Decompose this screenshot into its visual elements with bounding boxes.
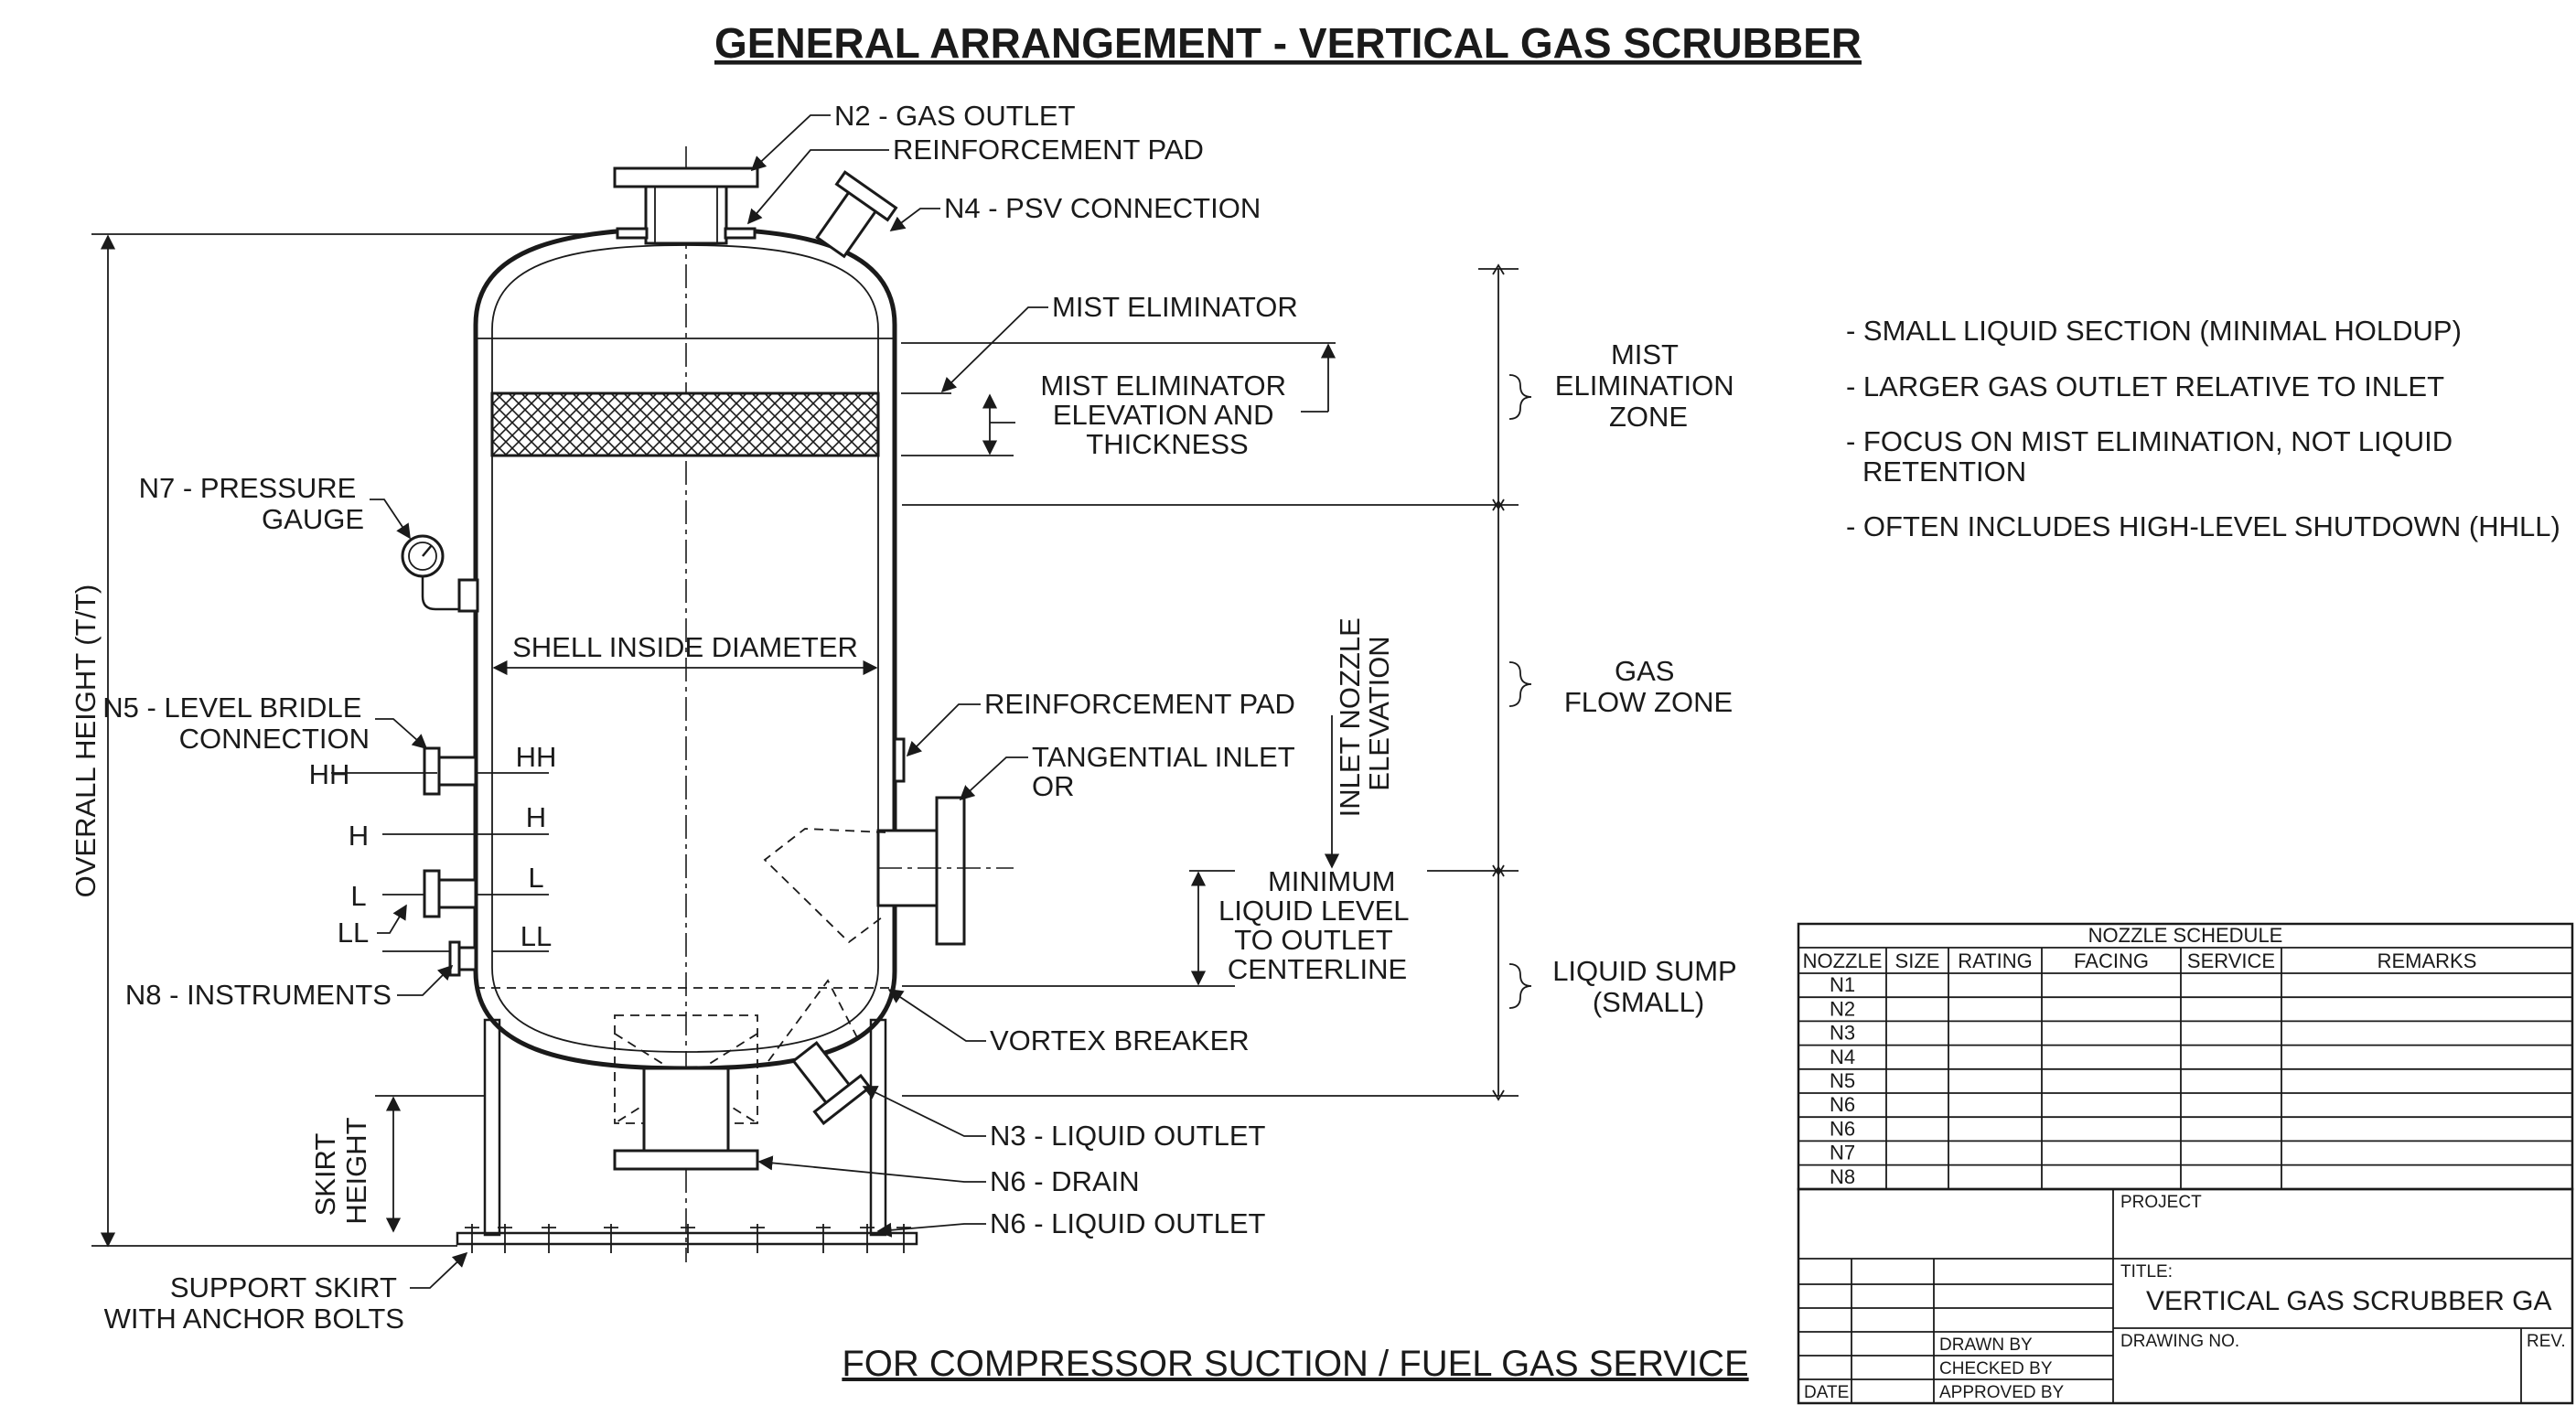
schedule-header-facing: FACING	[2074, 949, 2149, 972]
checked-by-label: CHECKED BY	[1939, 1359, 2053, 1378]
n4-psv-nozzle	[815, 170, 898, 259]
n3-liquid-outlet-nozzle	[613, 1067, 759, 1171]
l-right-label: L	[528, 862, 543, 894]
schedule-nozzle-id: N6	[1830, 1117, 1855, 1140]
mist-eliminator-pad	[490, 391, 880, 457]
ll-left-label: LL	[338, 917, 369, 949]
hh-left-label: HH	[309, 758, 350, 790]
service-footer: FOR COMPRESSOR SUCTION / FUEL GAS SERVIC…	[842, 1344, 1748, 1384]
approved-by-label: APPROVED BY	[1939, 1383, 2065, 1402]
schedule-header-size: SIZE	[1895, 949, 1940, 972]
rev-label: REV.	[2527, 1332, 2566, 1351]
hh-right-label: HH	[516, 741, 557, 773]
n7-label: N7 - PRESSURE GAUGE	[139, 472, 364, 535]
note-2: - LARGER GAS OUTLET RELATIVE TO INLET	[1846, 370, 2444, 402]
overall-height-dimension	[91, 233, 604, 1248]
sump-zone-label: LIQUID SUMP (SMALL)	[1552, 955, 1744, 1018]
l-left-label: L	[350, 880, 366, 912]
n6-outlet-label: N6 - LIQUID OUTLET	[990, 1207, 1265, 1239]
schedule-nozzle-id: N7	[1830, 1142, 1855, 1164]
support-skirt	[483, 1018, 501, 1237]
project-label: PROJECT	[2120, 1193, 2202, 1212]
skirt-height-label: SKIRT HEIGHT	[309, 1117, 372, 1224]
title-label: TITLE:	[2120, 1262, 2173, 1282]
n4-label: N4 - PSV CONNECTION	[944, 192, 1261, 224]
h-left-label: H	[349, 820, 369, 852]
schedule-nozzle-id: N8	[1830, 1165, 1855, 1188]
drawn-by-label: DRAWN BY	[1939, 1335, 2033, 1355]
schedule-header-service: SERVICE	[2187, 949, 2275, 972]
tangential-inlet-label: TANGENTIAL INLET OR	[1032, 741, 1303, 802]
n6-drain-label: N6 - DRAIN	[990, 1165, 1140, 1197]
schedule-header-nozzle: NOZZLE	[1803, 949, 1883, 972]
vortex-breaker	[614, 1014, 758, 1124]
schedule-header-remarks: REMARKS	[2377, 949, 2477, 972]
title-block: PROJECT TITLE: VERTICAL GAS SCRUBBER GA …	[1797, 1187, 2574, 1405]
note-1: - SMALL LIQUID SECTION (MINIMAL HOLDUP)	[1846, 315, 2462, 347]
note-3-cont: RETENTION	[1862, 456, 2026, 488]
support-skirt-label: SUPPORT SKIRT WITH ANCHOR BOLTS	[104, 1271, 404, 1335]
drawing-title: GENERAL ARRANGEMENT - VERTICAL GAS SCRUB…	[714, 19, 1862, 67]
date-label: DATE	[1804, 1383, 1849, 1402]
h-right-label: H	[526, 801, 546, 833]
n6-drain-nozzle	[791, 1041, 872, 1126]
level-lines	[331, 772, 549, 952]
min-liquid-dimension	[902, 870, 1235, 987]
schedule-nozzle-id: N4	[1830, 1046, 1855, 1068]
schedule-nozzle-id: N5	[1830, 1069, 1855, 1092]
title-value: VERTICAL GAS SCRUBBER GA	[2146, 1286, 2551, 1316]
note-3: - FOCUS ON MIST ELIMINATION, NOT LIQUID	[1846, 425, 2453, 457]
shell-id-label: SHELL INSIDE DIAMETER	[512, 631, 858, 663]
schedule-nozzle-id: N2	[1830, 997, 1855, 1020]
mist-elevation-dimension	[901, 342, 1336, 456]
nozzle-schedule-title: NOZZLE SCHEDULE	[2088, 924, 2283, 947]
base-ring	[456, 1231, 918, 1246]
design-notes: - SMALL LIQUID SECTION (MINIMAL HOLDUP) …	[1846, 315, 2560, 542]
n3-label: N3 - LIQUID OUTLET	[990, 1120, 1265, 1152]
mist-zone-label: MIST ELIMINATION ZONE	[1555, 338, 1742, 433]
n5-level-bridle-upper	[423, 746, 478, 796]
n5-label: N5 - LEVEL BRIDLE CONNECTION	[102, 692, 370, 755]
overall-height-label: OVERALL HEIGHT (T/T)	[70, 585, 102, 898]
n5-level-bridle-lower	[423, 869, 478, 918]
anchor-bolts	[465, 1224, 911, 1253]
reinforcement-pad-side-label: REINFORCEMENT PAD	[984, 688, 1295, 720]
schedule-nozzle-id: N6	[1830, 1093, 1855, 1116]
schedule-nozzle-id: N1	[1830, 973, 1855, 996]
schedule-header-rating: RATING	[1958, 949, 2032, 972]
n7-pressure-gauge	[401, 534, 479, 613]
note-4: - OFTEN INCLUDES HIGH-LEVEL SHUTDOWN (HH…	[1846, 510, 2560, 542]
scrubber-vessel	[331, 146, 1014, 1262]
n2-gas-outlet-nozzle	[613, 166, 759, 245]
n2-label: N2 - GAS OUTLET	[834, 100, 1076, 132]
nozzle-schedule: NOZZLE SCHEDULE NOZZLE SIZE RATING FACING SE…	[1797, 922, 2574, 1191]
inlet-nozzle	[763, 796, 1014, 946]
min-liquid-label: MINIMUM LIQUID LEVEL TO OUTLET CENTERLIN…	[1218, 865, 1416, 985]
inlet-elev-label: INLET NOZZLE ELEVATION	[1334, 610, 1395, 818]
gas-zone-label: GAS FLOW ZONE	[1564, 655, 1733, 718]
ll-right-label: LL	[521, 920, 552, 952]
zone-dimension	[902, 263, 1532, 1101]
mist-elev-label: MIST ELIMINATOR ELEVATION AND THICKNESS	[1040, 370, 1293, 460]
vortex-breaker-label: VORTEX BREAKER	[990, 1024, 1250, 1056]
skirt-height-dimension	[375, 1095, 485, 1233]
n8-instrument-nozzle	[448, 940, 478, 977]
reinforcement-pad-top-label: REINFORCEMENT PAD	[893, 134, 1204, 166]
mist-eliminator-label: MIST ELIMINATOR	[1052, 291, 1298, 323]
drawing-no-label: DRAWING NO.	[2120, 1332, 2239, 1351]
schedule-nozzle-id: N3	[1830, 1022, 1855, 1045]
n8-label: N8 - INSTRUMENTS	[125, 979, 392, 1011]
